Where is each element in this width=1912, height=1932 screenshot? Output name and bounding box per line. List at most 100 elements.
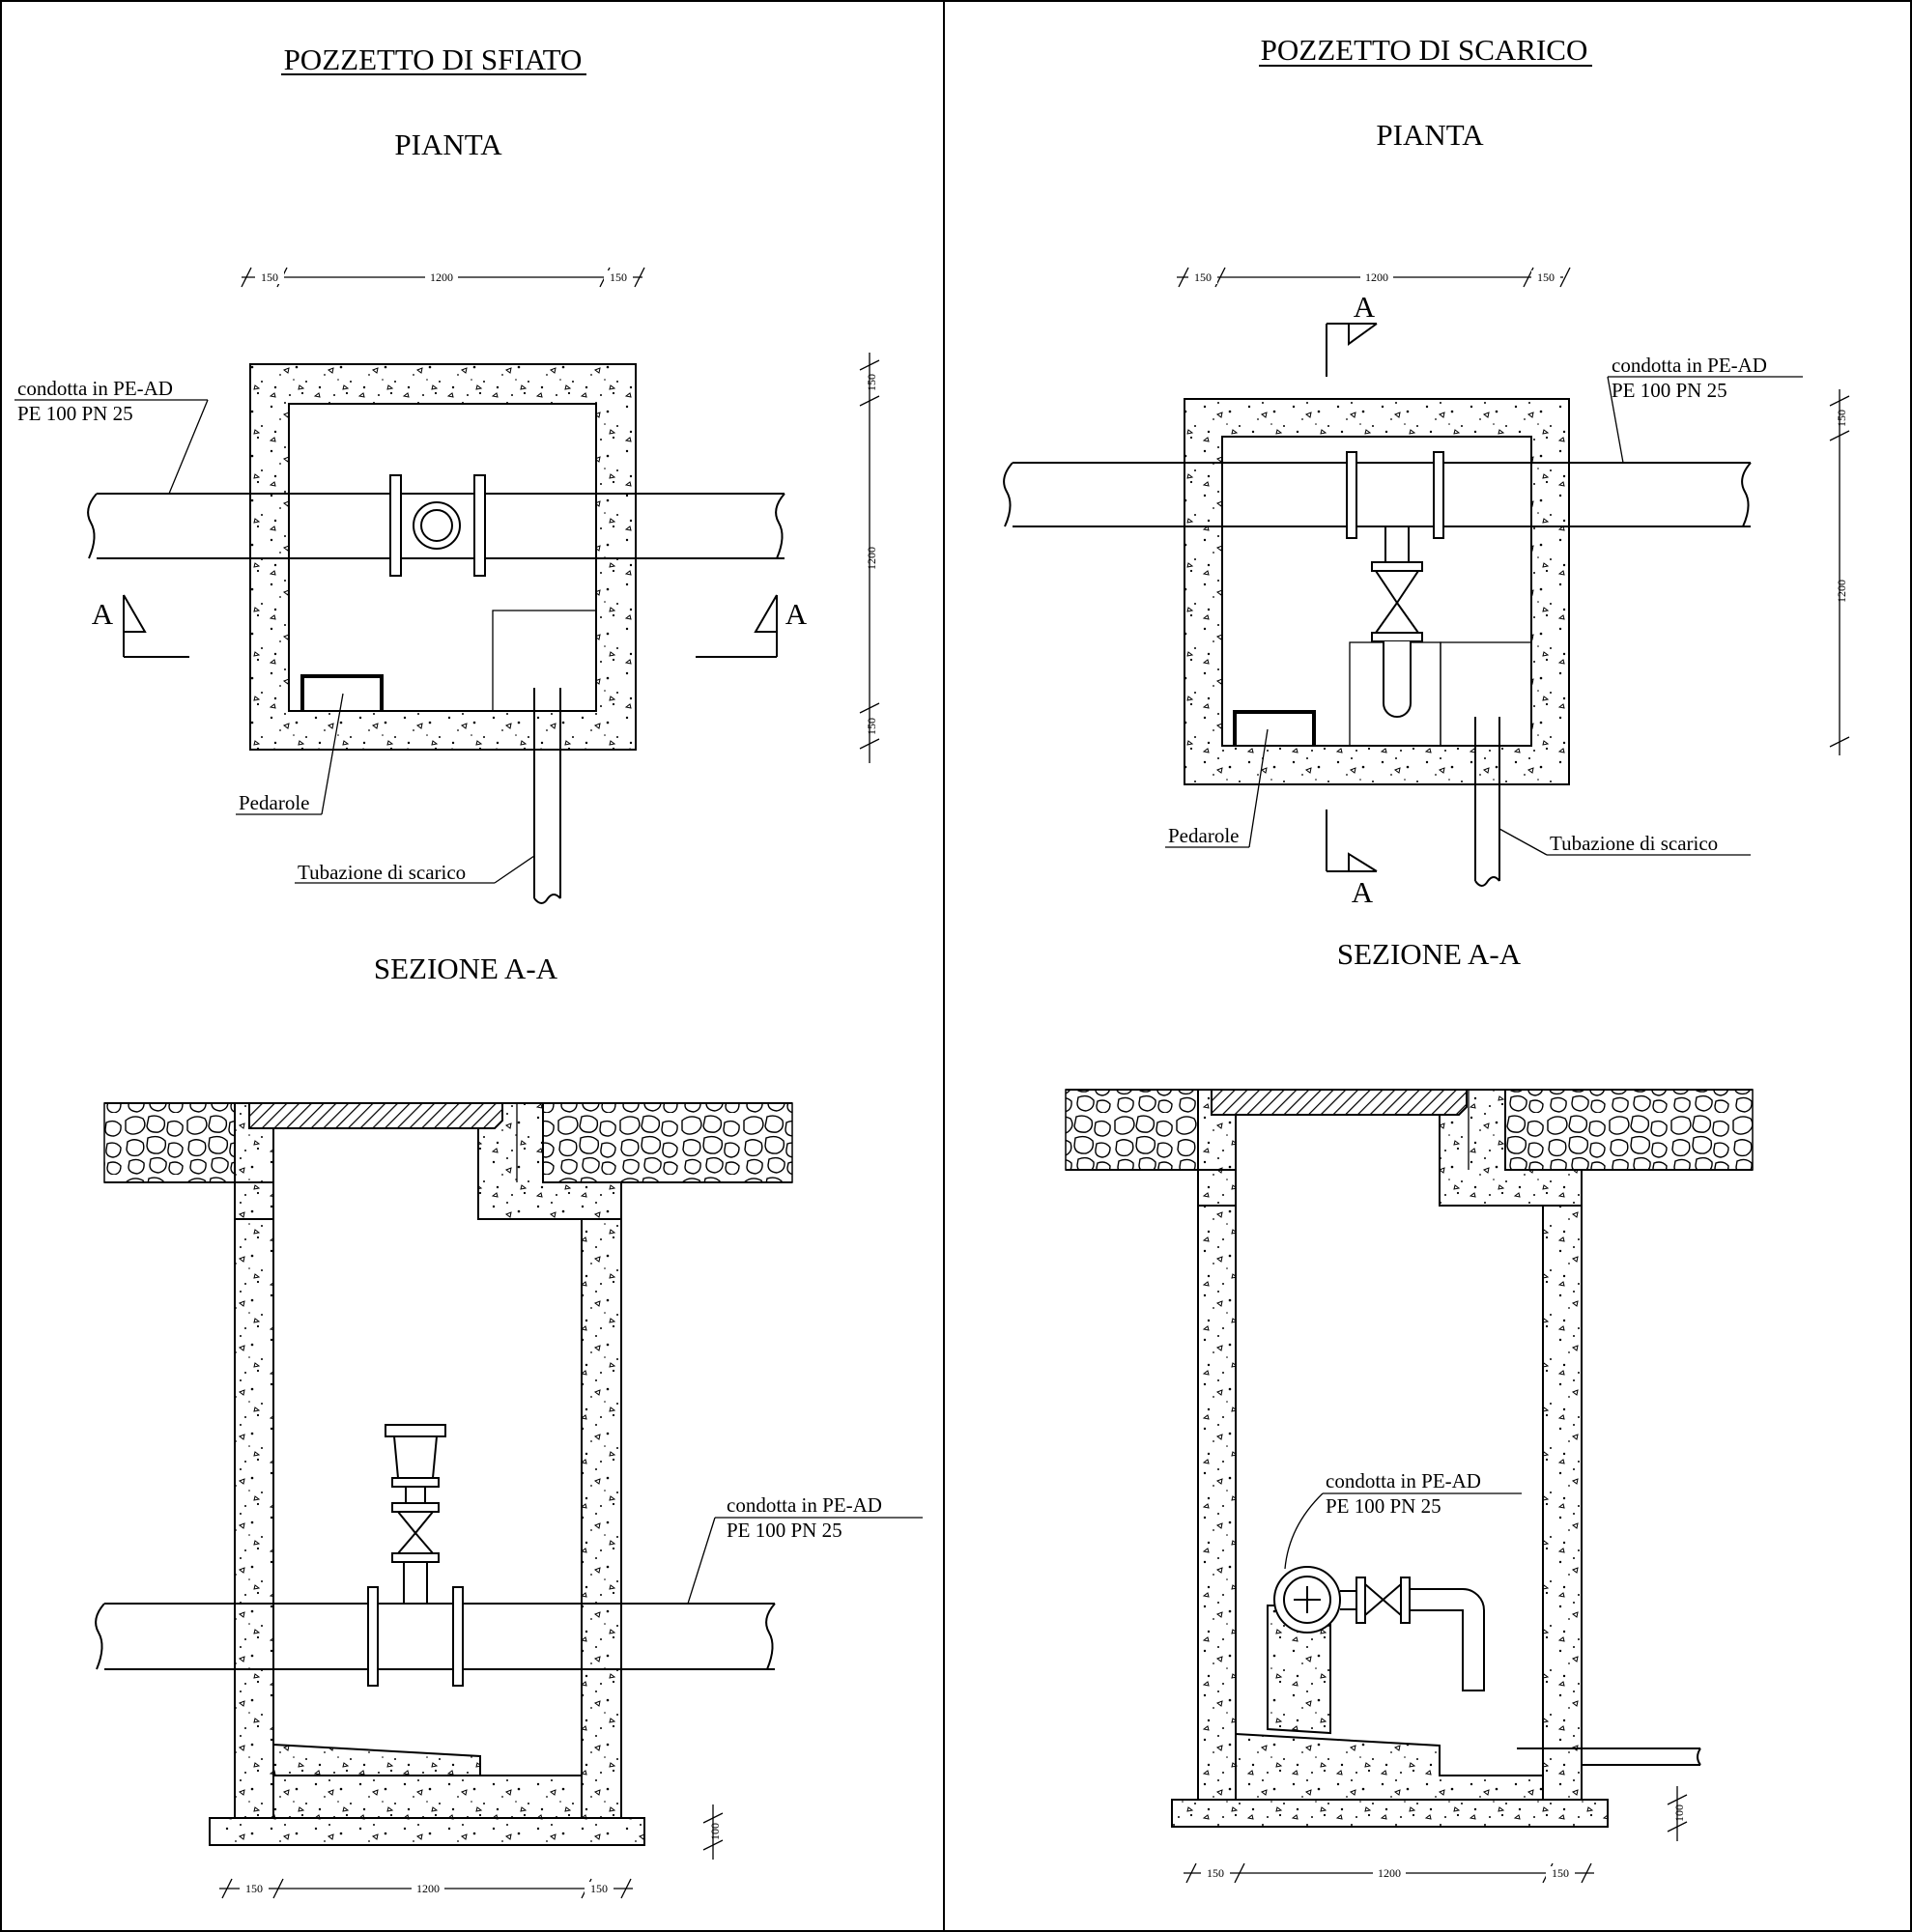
air-release-valve-icon (392, 1435, 439, 1479)
svg-text:Pedarole: Pedarole (1168, 824, 1239, 847)
svg-text:1200: 1200 (1365, 270, 1388, 284)
svg-text:150: 150 (261, 270, 278, 284)
right-plan-sump-right (1440, 641, 1532, 747)
flange (1356, 1577, 1366, 1624)
right-section-outlet-pipe (1517, 1747, 1701, 1766)
right-section-collar (1439, 1089, 1583, 1207)
left-section-cover (248, 1102, 503, 1129)
right-plan-dim-side: 150 1200 (1829, 389, 1850, 755)
right-plan-drain-label: Tubazione di scarico (1498, 828, 1751, 856)
right-section-cover (1211, 1089, 1468, 1116)
svg-text:condotta in PE-AD: condotta in PE-AD (17, 377, 173, 400)
left-plan-pipe-label: condotta in PE-AD PE 100 PN 25 (14, 377, 209, 495)
svg-text:Tubazione di scarico: Tubazione di scarico (1550, 832, 1718, 855)
flange (389, 474, 402, 577)
left-section-pipe (95, 1586, 776, 1687)
svg-text:150: 150 (610, 270, 627, 284)
svg-text:PE 100 PN 25: PE 100 PN 25 (17, 402, 133, 425)
right-plan-chamber-interior (1221, 436, 1532, 747)
flange (1400, 1577, 1411, 1624)
left-section-bench (272, 1743, 481, 1776)
right-plan-heading: PIANTA (1376, 118, 1484, 152)
right-section-floor (1235, 1732, 1544, 1801)
svg-text:150: 150 (1552, 1866, 1569, 1880)
left-section-wall-right (581, 1218, 622, 1819)
left-section-ground (103, 1102, 793, 1183)
flange (1346, 451, 1357, 539)
left-plan-ladder (300, 674, 384, 711)
left-section-dim-bottom: 150 1200 150 (219, 1878, 633, 1899)
left-plan-section-marker-left: A (92, 594, 189, 658)
svg-text:condotta in PE-AD: condotta in PE-AD (1612, 354, 1767, 377)
right-plan-drain-valve (1371, 526, 1423, 718)
right-section-pipe (1273, 1566, 1485, 1691)
right-section-dim-bottom: 150 1200 150 (1184, 1862, 1594, 1884)
svg-text:150: 150 (865, 718, 878, 735)
right-section-heading: SEZIONE A-A (1337, 937, 1522, 971)
svg-text:100: 100 (708, 1823, 722, 1840)
svg-text:condotta in PE-AD: condotta in PE-AD (727, 1493, 882, 1517)
flange (452, 1586, 464, 1687)
left-section-wall-left (234, 1102, 274, 1819)
right-plan-ladder-label: Pedarole (1165, 728, 1269, 848)
left-plan-sump (492, 610, 597, 712)
svg-text:1200: 1200 (865, 547, 878, 570)
left-plan-dim-side: 150 1200 150 (859, 353, 880, 763)
right-section-wall-left (1197, 1089, 1237, 1801)
left-section-heading: SEZIONE A-A (374, 952, 558, 985)
svg-text:Pedarole: Pedarole (239, 791, 309, 814)
svg-text:1200: 1200 (430, 270, 453, 284)
flange (473, 474, 486, 577)
flange (367, 1586, 379, 1687)
left-section-dim-base: 100 (702, 1804, 724, 1860)
left-plan-pipe (87, 474, 785, 577)
svg-text:A: A (1352, 875, 1374, 909)
svg-text:150: 150 (1194, 270, 1212, 284)
right-title: POZZETTO DI SCARICO (1261, 33, 1588, 67)
right-section-pipe-label: condotta in PE-AD PE 100 PN 25 (1284, 1469, 1522, 1570)
svg-text:1200: 1200 (416, 1882, 440, 1895)
left-section-air-valve (385, 1424, 446, 1605)
left-section-floor (272, 1775, 583, 1819)
right-plan-pipe-label: condotta in PE-AD PE 100 PN 25 (1607, 354, 1803, 464)
right-plan-pipe (1003, 451, 1752, 539)
right-plan-section-marker-top: A (1326, 290, 1378, 377)
panel-pozzetto-di-sfiato: POZZETTO DI SFIATO PIANTA 150 1200 150 1… (14, 43, 923, 1899)
left-plan-drain-label: Tubazione di scarico (295, 855, 535, 884)
left-section-base-slab (209, 1817, 645, 1846)
svg-text:PE 100 PN 25: PE 100 PN 25 (727, 1519, 842, 1542)
svg-text:PE 100 PN 25: PE 100 PN 25 (1612, 379, 1727, 402)
right-plan-drain-pipe (1474, 717, 1500, 887)
left-plan-dim-top: 150 1200 150 (241, 267, 645, 288)
right-section-base-slab (1171, 1799, 1609, 1828)
svg-text:1200: 1200 (1378, 1866, 1401, 1880)
gate-valve-icon (1364, 1581, 1402, 1618)
left-plan-section-marker-right: A (696, 594, 808, 658)
left-section-collar (477, 1102, 622, 1220)
drain-elbow (1409, 1588, 1485, 1691)
svg-text:PE 100 PN 25: PE 100 PN 25 (1326, 1494, 1441, 1518)
svg-text:150: 150 (865, 374, 878, 391)
gate-valve-icon (395, 1511, 436, 1554)
svg-text:150: 150 (1537, 270, 1555, 284)
svg-text:A: A (92, 597, 114, 631)
svg-text:1200: 1200 (1835, 580, 1848, 603)
left-section-pipe-label: condotta in PE-AD PE 100 PN 25 (687, 1493, 923, 1605)
right-section-wall-right (1542, 1205, 1583, 1801)
left-plan-drain-pipe (533, 688, 561, 904)
svg-text:Tubazione di scarico: Tubazione di scarico (298, 861, 466, 884)
right-section-dim-base: 100 (1667, 1786, 1688, 1841)
panel-pozzetto-di-scarico: POZZETTO DI SCARICO PIANTA 150 1200 150 … (1003, 33, 1850, 1884)
svg-text:condotta in PE-AD: condotta in PE-AD (1326, 1469, 1481, 1492)
svg-text:150: 150 (590, 1882, 608, 1895)
svg-text:150: 150 (1835, 410, 1848, 427)
right-plan-section-marker-bottom: A (1326, 810, 1378, 909)
flange (1433, 451, 1444, 539)
svg-text:A: A (1354, 290, 1376, 324)
left-title: POZZETTO DI SFIATO (284, 43, 583, 76)
left-plan-ladder-label: Pedarole (236, 693, 344, 815)
svg-text:100: 100 (1672, 1804, 1686, 1822)
right-plan-dim-top: 150 1200 150 (1177, 267, 1571, 288)
